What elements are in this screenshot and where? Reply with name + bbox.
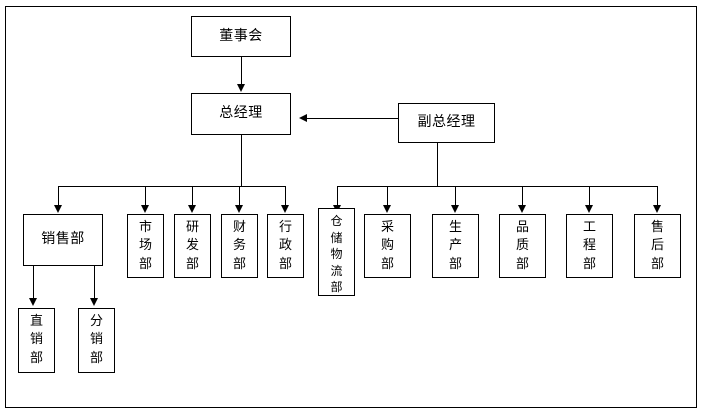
- node-production[interactable]: 生 产 部: [432, 214, 479, 278]
- node-general-manager-label: 总经理: [219, 105, 263, 122]
- node-marketing-label: 市 场 部: [138, 220, 152, 272]
- arrowhead-deputy-to-gm: [299, 113, 307, 122]
- node-engineering[interactable]: 工 程 部: [566, 214, 613, 278]
- arrowhead-bus-to-finance: [234, 205, 243, 213]
- node-marketing[interactable]: 市 场 部: [127, 214, 164, 278]
- connector-bus-to-engineering: [589, 186, 590, 206]
- connector-sales-to-direct: [33, 266, 34, 299]
- arrowhead-board-to-gm: [236, 84, 245, 92]
- connector-deputy-to-right-bus: [437, 143, 438, 186]
- arrowhead-bus-to-quality: [517, 205, 526, 213]
- connector-bus-to-sales: [58, 186, 59, 206]
- node-deputy-general-manager-label: 副总经理: [417, 114, 476, 131]
- node-finance-label: 财 务 部: [232, 220, 246, 272]
- connector-bus-to-warehouse: [337, 186, 338, 206]
- node-quality-label: 品 质 部: [515, 220, 529, 272]
- node-finance[interactable]: 财 务 部: [221, 214, 258, 278]
- left-department-bus: [58, 186, 286, 187]
- node-distribution-sales[interactable]: 分 销 部: [78, 308, 115, 373]
- node-after-sales-label: 售 后 部: [650, 220, 664, 272]
- connector-bus-to-finance: [239, 186, 240, 206]
- node-after-sales[interactable]: 售 后 部: [634, 214, 681, 278]
- node-quality[interactable]: 品 质 部: [499, 214, 546, 278]
- arrowhead-bus-to-after-sales: [652, 205, 661, 213]
- diagram-frame: [5, 6, 697, 408]
- connector-bus-to-quality: [522, 186, 523, 206]
- node-sales[interactable]: 销售部: [23, 214, 103, 266]
- node-sales-label: 销售部: [41, 231, 85, 248]
- node-board-label: 董事会: [219, 27, 263, 44]
- arrowhead-bus-to-engineering: [584, 205, 593, 213]
- node-engineering-label: 工 程 部: [582, 220, 596, 272]
- arrowhead-bus-to-production: [450, 205, 459, 213]
- arrowhead-sales-to-direct: [28, 298, 37, 306]
- arrowhead-bus-to-marketing: [140, 205, 149, 213]
- connector-bus-to-production: [455, 186, 456, 206]
- node-distribution-sales-label: 分 销 部: [89, 314, 103, 366]
- connector-gm-to-left-bus: [241, 135, 242, 186]
- node-direct-sales[interactable]: 直 销 部: [18, 308, 55, 373]
- node-board[interactable]: 董事会: [191, 16, 291, 57]
- node-production-label: 生 产 部: [448, 220, 462, 272]
- node-warehouse-logistics[interactable]: 仓 储 物 流 部: [318, 208, 355, 296]
- node-deputy-general-manager[interactable]: 副总经理: [398, 103, 495, 143]
- connector-bus-to-rnd: [192, 186, 193, 206]
- connector-bus-to-after-sales: [657, 186, 658, 206]
- node-purchasing-label: 采 购 部: [380, 220, 394, 272]
- arrowhead-bus-to-purchasing: [382, 205, 391, 213]
- node-rnd[interactable]: 研 发 部: [174, 214, 211, 278]
- arrowhead-sales-to-distribution: [89, 298, 98, 306]
- connector-board-to-gm: [241, 57, 242, 85]
- arrowhead-bus-to-sales: [53, 205, 62, 213]
- connector-bus-to-purchasing: [387, 186, 388, 206]
- connector-sales-to-distribution: [94, 266, 95, 299]
- connector-deputy-to-gm: [307, 118, 398, 119]
- node-rnd-label: 研 发 部: [185, 220, 199, 272]
- node-purchasing[interactable]: 采 购 部: [364, 214, 411, 278]
- node-direct-sales-label: 直 销 部: [29, 314, 43, 366]
- arrowhead-bus-to-rnd: [187, 205, 196, 213]
- arrowhead-bus-to-admin: [280, 205, 289, 213]
- connector-bus-to-marketing: [145, 186, 146, 206]
- right-department-bus: [337, 186, 657, 187]
- connector-bus-to-admin: [285, 186, 286, 206]
- node-admin-label: 行 政 部: [278, 220, 292, 272]
- node-general-manager[interactable]: 总经理: [191, 93, 291, 135]
- node-warehouse-logistics-label: 仓 储 物 流 部: [330, 214, 343, 295]
- node-admin[interactable]: 行 政 部: [267, 214, 304, 278]
